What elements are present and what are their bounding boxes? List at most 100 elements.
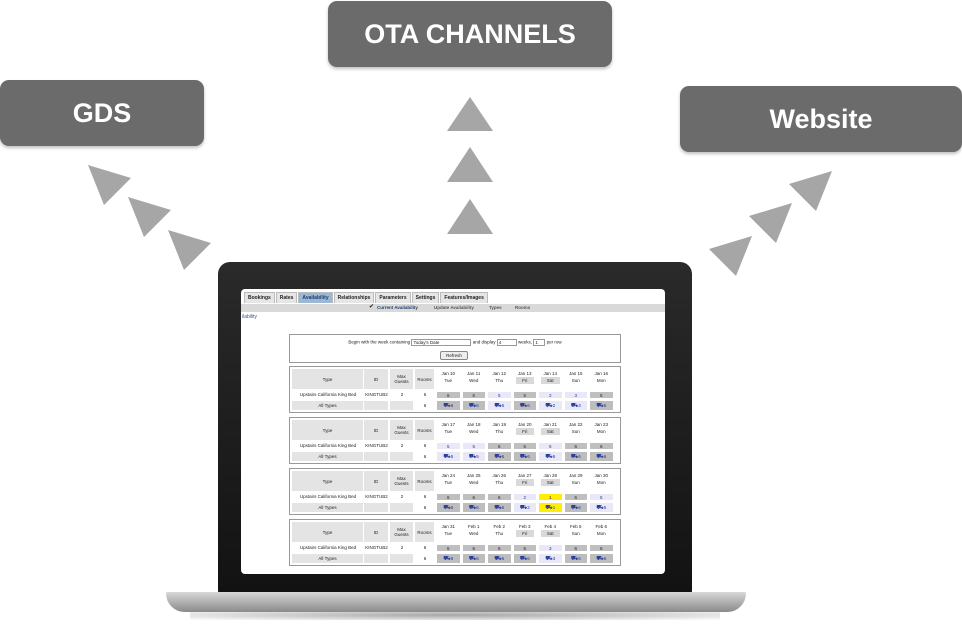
availability-cell[interactable]: 1 xyxy=(538,493,563,501)
availability-cell[interactable]: 6 xyxy=(436,544,461,552)
availability-cell[interactable]: 5 xyxy=(487,391,512,399)
all-types-cell[interactable]: ⛟1 xyxy=(539,503,562,512)
subnav-current-availability[interactable]: Current Availability xyxy=(377,305,418,310)
tab-relationships[interactable]: Relationships xyxy=(333,292,375,303)
update-icon: ⛟ xyxy=(519,505,528,511)
all-types-cell[interactable]: ⛟6 xyxy=(488,452,511,461)
weeks-input[interactable]: 4 xyxy=(496,339,517,346)
all-types-cell[interactable]: ⛟2 xyxy=(539,401,562,410)
availability-cell[interactable]: 2 xyxy=(538,391,563,399)
website-label: Website xyxy=(769,103,873,134)
all-types-cell[interactable]: ⛟6 xyxy=(564,452,587,461)
all-types-cell[interactable]: ⛟6 xyxy=(488,554,511,563)
subnav-types[interactable]: Types xyxy=(489,305,502,310)
all-types-cell[interactable]: ⛟6 xyxy=(488,503,511,512)
all-types-value: 2 xyxy=(527,505,530,510)
availability-cell[interactable]: 6 xyxy=(461,544,486,552)
availability-cell[interactable]: 6 xyxy=(436,493,461,501)
day-header: Fri xyxy=(515,428,534,435)
date-header: Jan 12 xyxy=(492,371,506,376)
day-header: Sun xyxy=(571,480,580,485)
all-types-cell[interactable]: ⛟6 xyxy=(564,554,587,563)
all-types-cell[interactable]: ⛟6 xyxy=(564,503,587,512)
all-types-cell[interactable]: ⛟3 xyxy=(539,554,562,563)
all-types-label: All Types xyxy=(292,503,363,512)
update-icon: ⛟ xyxy=(570,556,579,562)
availability-cell[interactable]: 6 xyxy=(487,544,512,552)
all-types-cell[interactable]: ⛟6 xyxy=(462,503,485,512)
availability-cell[interactable]: 6 xyxy=(487,442,512,450)
all-types-cell[interactable]: ⛟6 xyxy=(437,401,460,410)
availability-cell[interactable]: 6 xyxy=(563,544,588,552)
date-header: Jan 16 xyxy=(594,371,608,376)
availability-cell[interactable]: 6 xyxy=(436,391,461,399)
update-icon: ⛟ xyxy=(468,505,477,511)
date-header: Jan 17 xyxy=(441,422,455,427)
refresh-button[interactable]: Refresh xyxy=(440,351,468,360)
all-types-value: 5 xyxy=(603,505,607,510)
tab-parameters[interactable]: Parameters xyxy=(375,292,411,303)
room-type: Upstairs California King Bed xyxy=(299,392,357,397)
availability-cell[interactable]: 3 xyxy=(538,544,563,552)
availability-cell[interactable]: 6 xyxy=(512,544,537,552)
availability-cell[interactable]: 6 xyxy=(512,391,537,399)
all-types-value: 3 xyxy=(552,556,556,561)
tab-availability[interactable]: Availability xyxy=(298,292,333,303)
all-types-cell[interactable]: ⛟6 xyxy=(590,554,613,563)
date-header: Jan 21 xyxy=(543,422,557,427)
all-types-cell[interactable]: ⛟6 xyxy=(590,401,613,410)
all-types-cell[interactable]: ⛟6 xyxy=(513,554,536,563)
all-types-value: 6 xyxy=(501,505,505,510)
all-types-value: 6 xyxy=(476,556,479,561)
availability-cell[interactable]: 5 xyxy=(538,442,563,450)
all-types-cell[interactable]: ⛟6 xyxy=(590,452,613,461)
tab-settings[interactable]: Settings xyxy=(411,292,440,303)
all-types-cell[interactable]: ⛟6 xyxy=(437,554,460,563)
ota-channels-label: OTA CHANNELS xyxy=(364,18,576,49)
date-header: Jan 25 xyxy=(466,473,481,478)
all-types-cell[interactable]: ⛟6 xyxy=(462,401,485,410)
all-types-value: 1 xyxy=(552,505,556,510)
subnav-rooms[interactable]: Rooms xyxy=(515,305,531,310)
availability-cell[interactable]: 2 xyxy=(512,493,537,501)
availability-cell[interactable]: 6 xyxy=(589,391,614,399)
all-types-cell[interactable]: ⛟5 xyxy=(462,452,485,461)
availability-cell[interactable]: 6 xyxy=(563,493,588,501)
availability-cell[interactable]: 5 xyxy=(589,493,614,501)
all-types-cell[interactable]: ⛟6 xyxy=(462,554,485,563)
start-date-select[interactable]: Today's Date xyxy=(411,339,472,346)
availability-cell[interactable]: 5 xyxy=(436,442,461,450)
tab-bookings[interactable]: Bookings xyxy=(244,292,275,303)
up-right-arrow-icon xyxy=(709,236,752,276)
header-type: Type xyxy=(292,522,363,542)
all-types-cell[interactable]: ⛟3 xyxy=(564,401,587,410)
availability-cell[interactable]: 6 xyxy=(589,544,614,552)
all-types-cell[interactable]: ⛟6 xyxy=(513,452,536,461)
all-types-cell[interactable]: ⛟5 xyxy=(590,503,613,512)
all-types-cell[interactable]: ⛟5 xyxy=(488,401,511,410)
availability-cell[interactable]: 6 xyxy=(461,391,486,399)
all-types-cell[interactable]: ⛟5 xyxy=(539,452,562,461)
update-icon: ⛟ xyxy=(468,454,477,460)
per-row-input[interactable]: 1 xyxy=(533,339,546,346)
all-types-cell[interactable]: ⛟5 xyxy=(437,452,460,461)
availability-cell[interactable]: 5 xyxy=(461,442,486,450)
all-types-cell[interactable]: ⛟6 xyxy=(513,401,536,410)
room-count: 6 xyxy=(423,392,427,397)
availability-cell[interactable]: 6 xyxy=(589,442,614,450)
room-id: KINGTUB2 xyxy=(365,443,388,448)
tab-rates[interactable]: Rates xyxy=(275,292,298,303)
availability-cell[interactable]: 6 xyxy=(512,442,537,450)
availability-cell[interactable]: 6 xyxy=(461,493,486,501)
all-types-label: All Types xyxy=(292,452,363,461)
all-types-cell[interactable]: ⛟2 xyxy=(513,503,536,512)
tab-features-images[interactable]: Features/Images xyxy=(440,292,488,303)
subnav-update-availability[interactable]: Update Availability xyxy=(434,305,474,310)
header-type: Type xyxy=(292,420,363,440)
availability-cell[interactable]: 6 xyxy=(487,493,512,501)
update-icon: ⛟ xyxy=(570,454,579,460)
availability-cell[interactable]: 3 xyxy=(563,391,588,399)
availability-cell[interactable]: 6 xyxy=(563,442,588,450)
all-types-cell[interactable]: ⛟6 xyxy=(437,503,460,512)
